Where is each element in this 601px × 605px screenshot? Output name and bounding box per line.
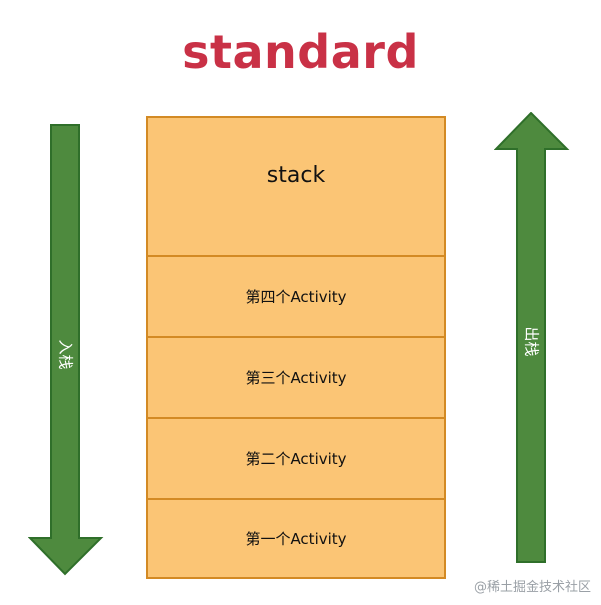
watermark: @稀土掘金技术社区: [473, 580, 591, 595]
stack-item-fourth: 第四个Activity: [148, 255, 444, 336]
stack-item-second: 第二个Activity: [148, 417, 444, 498]
stack-item-third: 第三个Activity: [148, 336, 444, 417]
stack-header: stack: [266, 163, 326, 188]
page-title: standard: [182, 25, 419, 79]
pop-label: 出栈: [522, 326, 541, 357]
stack-item-first: 第一个Activity: [148, 498, 444, 577]
activity-stack: stack 第四个Activity 第三个Activity 第二个Activit…: [146, 116, 446, 579]
push-label: 入栈: [56, 339, 75, 370]
push-arrow-icon: [28, 124, 104, 576]
pop-arrow-icon: [494, 112, 570, 563]
